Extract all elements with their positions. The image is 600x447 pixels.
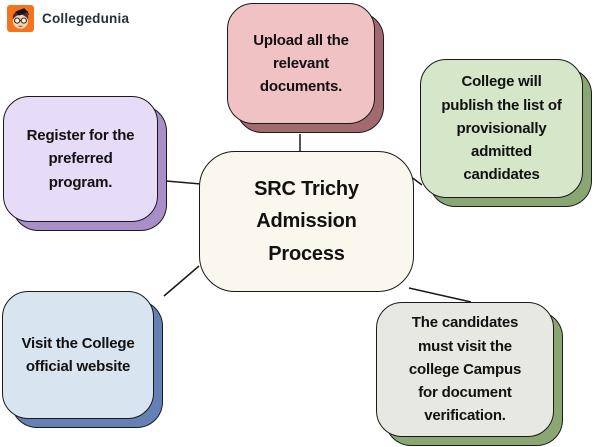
node-upload-documents: Upload all the relevant documents. [227,3,375,124]
node-visit-website: Visit the College official website [2,291,154,419]
node-upload-documents-label: Upload all the relevant documents. [253,31,349,96]
connector-center-register [165,180,202,185]
brand-header: Collegedunia [7,5,129,32]
connector-center-campus [408,287,472,303]
brand-name: Collegedunia [42,11,130,26]
node-publish-list-label: College will publish the list of provisi… [441,73,562,184]
node-center-title: SRC Trichy Admission Process [199,151,414,292]
node-publish-list: College will publish the list of provisi… [420,59,583,198]
node-campus-verification-label: The candidates must visit the college Ca… [408,314,522,425]
connector-center-visit [163,265,200,297]
node-campus-verification: The candidates must visit the college Ca… [376,302,554,437]
collegedunia-mascot-icon [7,5,34,32]
node-register-program: Register for the preferred program. [3,96,158,222]
node-visit-website-label: Visit the College official website [21,334,135,375]
node-register-program-label: Register for the preferred program. [26,127,135,191]
node-center-title-label: SRC Trichy Admission Process [254,177,359,265]
